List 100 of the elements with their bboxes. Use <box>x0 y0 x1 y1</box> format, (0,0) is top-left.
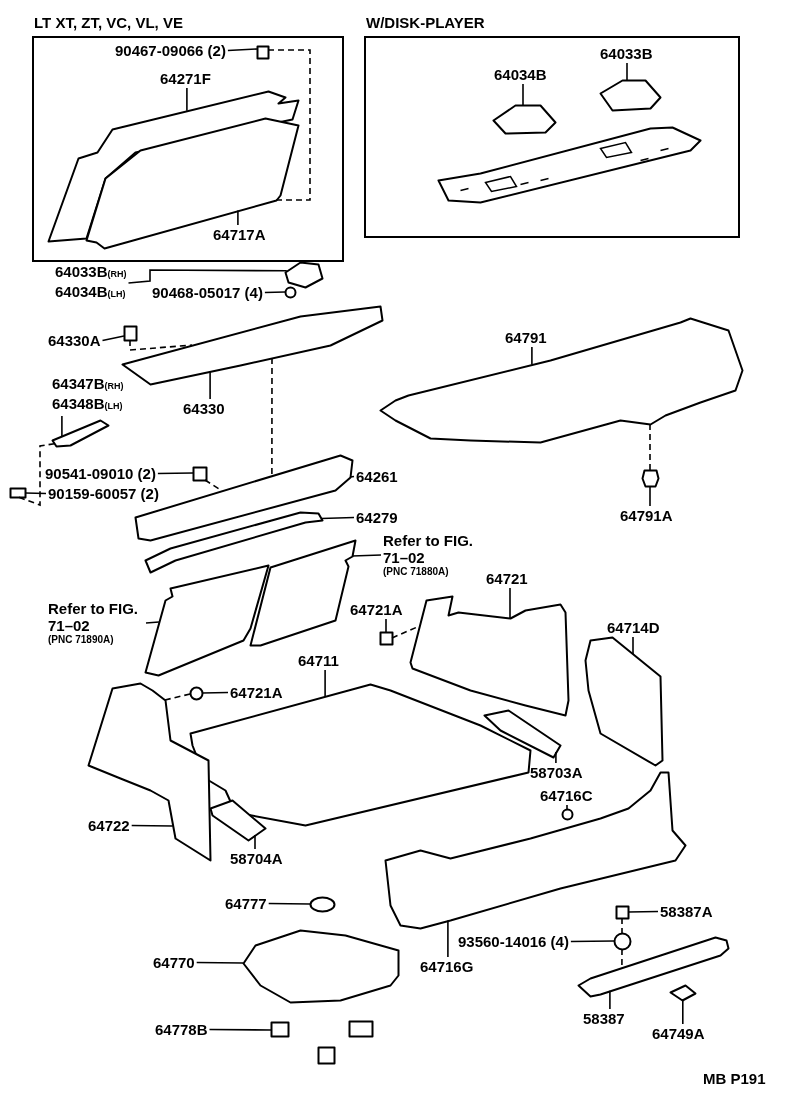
leader-line <box>157 472 194 475</box>
part-number: 64033B <box>600 45 653 62</box>
alignment-line <box>129 339 193 351</box>
leader-line <box>509 587 511 619</box>
leader-line <box>24 492 47 495</box>
alignment-line <box>164 693 191 701</box>
alignment-line <box>271 357 273 477</box>
spare-tire-cover <box>241 928 400 1004</box>
screw-icon <box>8 486 27 499</box>
leader-line <box>351 554 382 557</box>
leader-line <box>522 83 524 106</box>
part-number: 64716G <box>420 958 474 975</box>
leader-line <box>626 62 628 81</box>
trim-panel <box>46 89 300 243</box>
part-number: 58387 <box>583 1010 625 1027</box>
leader-line <box>195 961 244 964</box>
panel-heading: W/DISK-PLAYER <box>366 14 485 31</box>
retainer-plate <box>208 798 267 842</box>
screw-icon <box>255 44 270 60</box>
leader-line <box>264 291 286 294</box>
clip-icon <box>283 285 297 299</box>
part-number: 64777 <box>225 895 267 912</box>
clip-icon <box>560 807 574 821</box>
scuff-plate <box>576 935 730 998</box>
part-number: 64271F <box>160 70 211 87</box>
alignment-line <box>621 917 623 934</box>
leader-line <box>101 335 125 342</box>
part-number: 58387A <box>660 903 713 920</box>
bracket <box>50 418 110 448</box>
part-number: 64711 <box>298 652 339 669</box>
leader-line <box>61 415 63 437</box>
part-number: 90468-05017 (4) <box>152 284 263 301</box>
reference-note: Refer to FIG. 71–02 <box>383 532 474 566</box>
silencer-pad <box>378 316 744 444</box>
clip-icon <box>378 630 394 646</box>
pad <box>316 1045 336 1065</box>
leader-line <box>324 669 326 697</box>
leader-line <box>649 485 651 507</box>
floor-board <box>143 563 270 677</box>
part-number: 64279 <box>356 509 398 526</box>
part-number: 64330 <box>183 400 225 417</box>
leader-line <box>570 940 615 943</box>
speaker-cover <box>598 78 662 112</box>
leader-line <box>632 636 634 655</box>
part-number: 90467-09066 (2) <box>115 42 226 59</box>
leader-line <box>385 618 387 633</box>
part-number: 64791A <box>620 507 673 524</box>
pad <box>347 1019 374 1038</box>
part-number: 58703A <box>530 764 583 781</box>
part-number: 64717A <box>213 226 266 243</box>
leader-line <box>227 48 258 52</box>
side-trim <box>583 635 664 767</box>
alignment-line <box>649 423 651 471</box>
side-trim <box>86 681 212 862</box>
leader-line <box>130 824 174 827</box>
part-number: 64721 <box>486 570 528 587</box>
part-number: 90541-09010 (2) <box>45 465 156 482</box>
clip-icon <box>668 983 697 1002</box>
part-number: 64716C <box>540 787 593 804</box>
part-number: 64330A <box>48 332 101 349</box>
part-number: 64721A <box>350 601 403 618</box>
leader-line <box>208 1028 272 1031</box>
cap-icon <box>614 904 630 920</box>
leader-line <box>201 691 229 694</box>
alignment-line <box>17 442 56 507</box>
part-number: 64722 <box>88 817 130 834</box>
grommet-icon <box>308 895 336 913</box>
leader-line <box>682 998 684 1025</box>
speaker-cover <box>283 260 324 289</box>
weatherstrip <box>143 510 324 574</box>
leader-line <box>609 990 611 1010</box>
leader-line <box>349 475 355 478</box>
leader-line <box>145 621 160 624</box>
clip-icon <box>640 468 660 488</box>
leader-line <box>209 370 211 400</box>
leader-line <box>127 269 288 284</box>
clip-icon <box>122 324 138 342</box>
part-number: 64261 <box>356 468 398 485</box>
leader-line <box>254 834 256 850</box>
part-number: 64770 <box>153 954 195 971</box>
panel-heading: LT XT, ZT, VC, VL, VE <box>34 14 183 31</box>
part-number: 64791 <box>505 329 547 346</box>
leader-line <box>237 209 239 226</box>
leader-line <box>566 804 568 810</box>
part-number: 64714D <box>607 619 660 636</box>
leader-line <box>627 910 659 913</box>
clip-icon <box>188 685 204 701</box>
screw-icon <box>191 465 208 482</box>
leader-line <box>320 516 355 520</box>
leader-line <box>531 346 533 366</box>
alignment-line <box>267 49 311 201</box>
leader-line <box>555 751 557 764</box>
retainer-plate <box>482 708 562 759</box>
part-number: 93560-14016 (4) <box>458 933 569 950</box>
part-number: 64034B <box>494 66 547 83</box>
drawing-code: MB P191 <box>703 1070 766 1087</box>
speaker-cover <box>491 103 557 135</box>
reference-note: Refer to FIG. 71–02 <box>48 600 139 634</box>
part-number: 90159-60057 (2) <box>48 485 159 502</box>
part-number: 58704A <box>230 850 283 867</box>
